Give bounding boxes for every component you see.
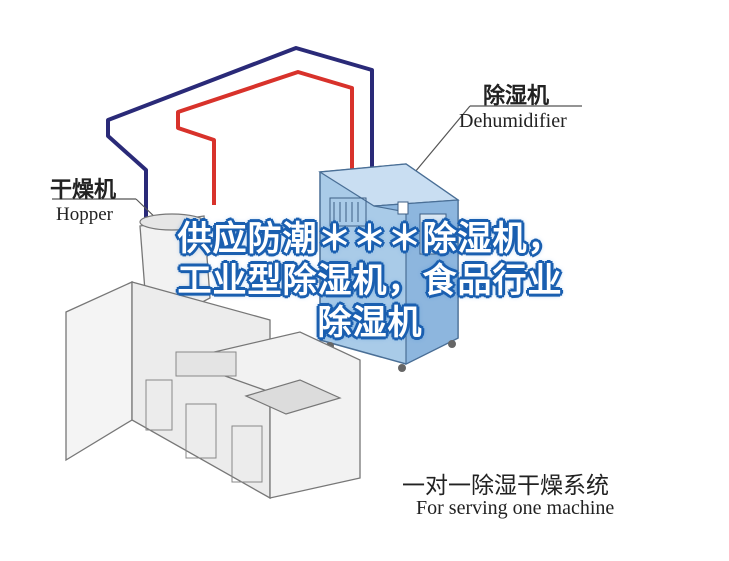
caster-wheel-icon — [398, 364, 406, 372]
hopper-label-cn: 干燥机 — [50, 178, 117, 203]
dehumidifier-label-cn: 除湿机 — [483, 84, 550, 109]
overlay-title-line2: 工业型除湿机，食品行业 — [177, 261, 563, 301]
overlay-title-line3: 除湿机 — [317, 303, 423, 343]
dehumidifier-unit — [318, 163, 460, 372]
dehumidifier-label-en: Dehumidifier — [459, 110, 567, 132]
red-supply-pipe — [176, 70, 354, 205]
dehumidifier-leader-line — [409, 105, 471, 179]
blue-return-pipe — [106, 46, 374, 228]
caster-wheel-icon — [448, 340, 456, 348]
system-caption-en: For serving one machine — [416, 497, 615, 519]
overlay-title-line1: 供应防潮＊＊＊除湿机， — [177, 219, 563, 259]
overlay-title: 供应防潮＊＊＊除湿机， 工业型除湿机，食品行业 除湿机 — [60, 218, 680, 344]
system-caption-cn: 一对一除湿干燥系统 — [402, 473, 609, 499]
hopper-label-en: Hopper — [56, 204, 113, 225]
injection-molding-machine — [65, 280, 361, 500]
